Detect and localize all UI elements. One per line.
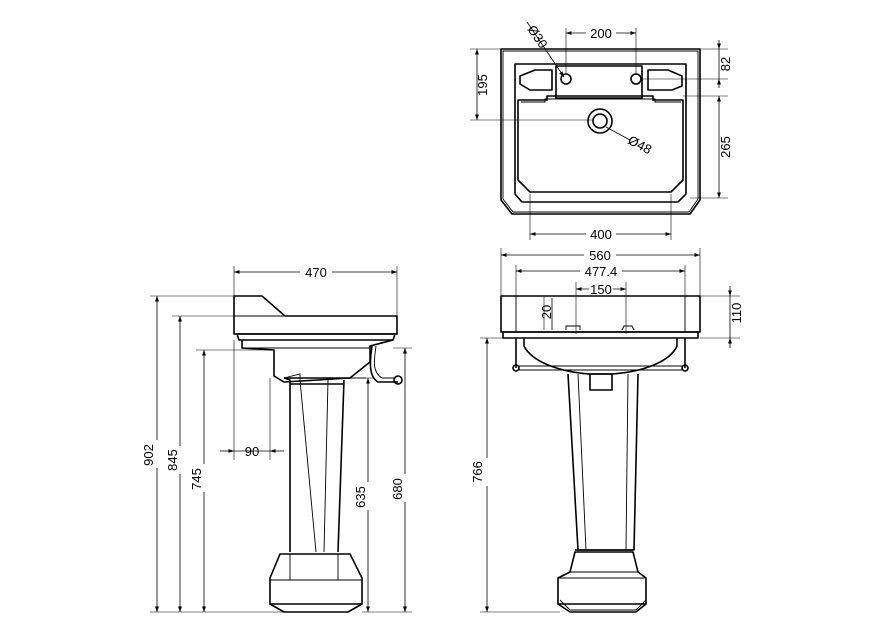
side-trap	[283, 373, 301, 382]
dim-front-tap-spacing: 150	[590, 282, 612, 297]
waste-outlet	[587, 108, 613, 134]
dim-edge-to-tap: 82	[718, 57, 733, 71]
dim-front-pedestal-height: 766	[470, 461, 485, 483]
dim-tap-centres: 200	[590, 26, 612, 41]
tap-hole-left	[560, 73, 572, 85]
plan-bowl	[517, 95, 684, 193]
dim-plan-depth: 195	[475, 74, 490, 96]
side-towel-rail	[369, 345, 398, 383]
plan-outline	[500, 48, 701, 215]
tap-platform	[555, 65, 643, 99]
side-pedestal-base	[269, 553, 363, 605]
dim-side-overall-height: 902	[141, 444, 156, 466]
plan-view: 200 Ø30 Ø48 195 82 265 400	[470, 21, 733, 242]
front-tap-left	[565, 325, 581, 330]
dim-side-depth: 470	[305, 265, 327, 280]
dim-side-under-basin-height: 745	[189, 468, 204, 490]
front-basin-top	[500, 295, 701, 333]
dim-side-rim-height: 845	[165, 449, 180, 471]
front-tap-right	[621, 325, 635, 331]
side-bowl	[241, 339, 394, 383]
front-trap	[589, 373, 613, 391]
dim-front-rim-offset: 20	[539, 305, 554, 319]
front-towel-rail	[515, 338, 686, 368]
dim-side-trap-height: 635	[353, 486, 368, 508]
dim-front-basin-height: 110	[729, 303, 744, 324]
front-bowl	[523, 338, 678, 375]
dim-side-waste-offset: 90	[245, 444, 259, 459]
dim-tap-hole-dia: Ø30	[525, 22, 551, 51]
dim-waste-dia: Ø48	[626, 132, 655, 157]
plan-rim	[514, 63, 687, 203]
front-view: 560 477.4 150 20 110	[470, 248, 744, 613]
plan-tap-ledge-right	[647, 69, 683, 91]
dim-front-width: 560	[589, 248, 611, 263]
side-basin	[233, 295, 398, 335]
dim-front-inner-width: 477.4	[585, 264, 618, 279]
dim-bowl-width: 400	[590, 227, 612, 242]
tap-hole-right	[630, 73, 642, 85]
dim-bowl-depth: 265	[718, 136, 733, 158]
side-view: 470 902 845	[141, 265, 412, 613]
dim-side-pedestal-top-height: 680	[390, 478, 405, 500]
plan-tap-ledge-left	[519, 69, 553, 91]
